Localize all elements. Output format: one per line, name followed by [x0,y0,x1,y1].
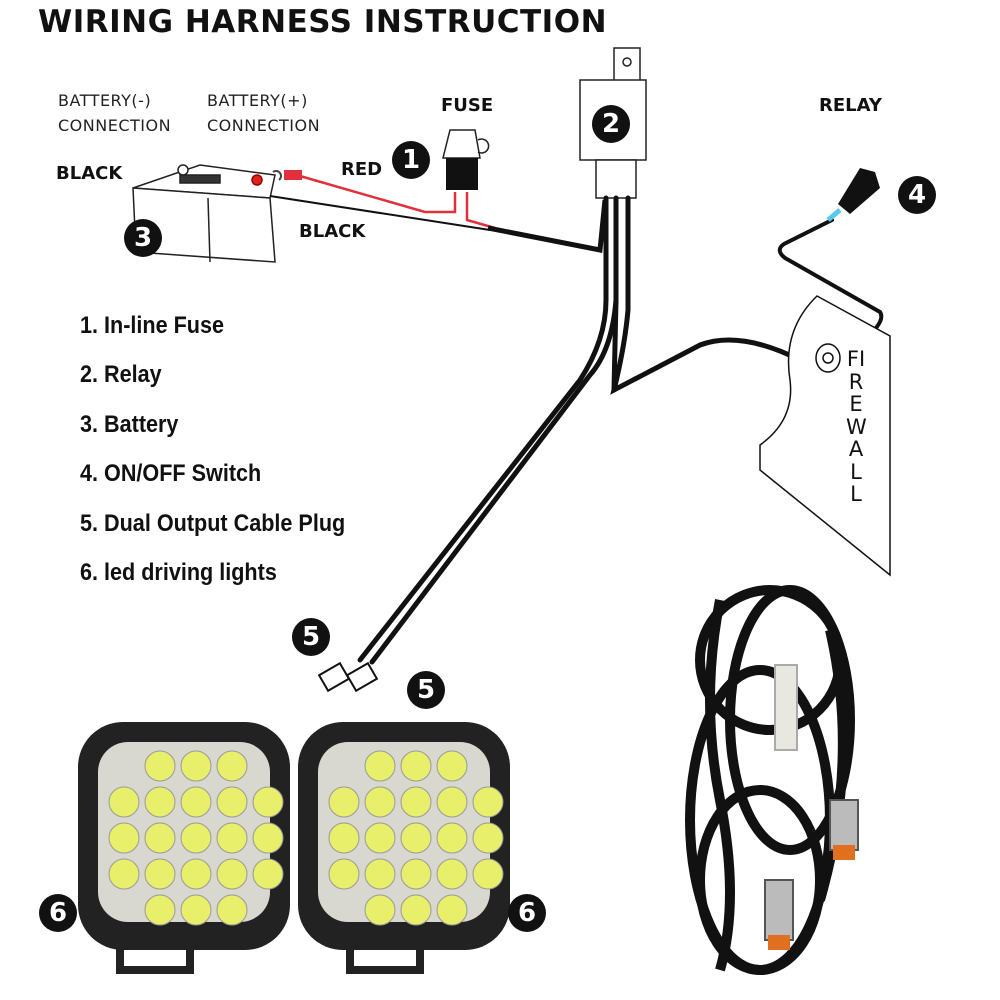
label-line: CONNECTION [58,116,172,135]
led-chip [180,786,212,818]
led-chip [472,786,504,818]
legend-item: 4. ON/OFF Switch [80,460,262,488]
battery-negative-label: BATTERY(-) CONNECTION [58,88,171,138]
led-chip [108,858,140,890]
led-chip [400,858,432,890]
led-chip [252,858,284,890]
led-chip [436,858,468,890]
led-chip [108,822,140,854]
relay-label: RELAY [819,95,882,116]
legend-item: 6. led driving lights [80,558,277,586]
badge-6b: 6 [508,894,546,932]
led-chip [328,822,360,854]
led-chip [216,858,248,890]
legend-item: 5. Dual Output Cable Plug [80,509,346,537]
led-chip [436,822,468,854]
badge-5: 5 [292,618,330,656]
led-chip [472,822,504,854]
led-chip [472,858,504,890]
firewall-label: FIREWALL [846,347,867,506]
led-chip [364,786,396,818]
switch-icon [826,168,880,222]
led-chip [400,750,432,782]
badge-1: 1 [392,141,430,179]
label-line: BATTERY(+) [207,91,308,110]
led-chip [144,822,176,854]
fuse-icon [442,129,490,190]
led-chip [364,750,396,782]
badge-4: 4 [898,176,936,214]
led-chip [252,822,284,854]
page-title: WIRING HARNESS INSTRUCTION [38,4,608,40]
black-ground-wire [269,195,491,231]
firewall-illustration [759,295,891,577]
led-chip [400,822,432,854]
led-chip [328,786,360,818]
led-chip [108,786,140,818]
led-chip [180,750,212,782]
led-chip [216,750,248,782]
led-chip [180,822,212,854]
black-label-top: BLACK [56,163,123,184]
badge-5b: 5 [407,671,445,709]
led-chip [364,894,396,926]
led-chips [108,750,504,926]
badge-6: 6 [39,894,77,932]
led-chip [364,858,396,890]
led-chip [400,786,432,818]
led-chip [180,858,212,890]
led-chip [252,786,284,818]
led-chip [328,858,360,890]
black-wire-label: BLACK [299,221,366,242]
harness-wires [357,195,884,665]
led-chip [436,750,468,782]
component-legend: 1. In-line Fuse 2. Relay 3. Battery 4. O… [80,310,375,606]
label-line: BATTERY(-) [58,91,152,110]
battery-illustration [132,164,276,263]
led-chip [436,786,468,818]
red-wire [272,170,496,230]
battery-positive-label: BATTERY(+) CONNECTION [207,88,320,138]
badge-3: 3 [124,219,162,257]
badge-2: 2 [592,105,630,143]
led-chip [216,822,248,854]
led-chip [216,894,248,926]
main-wire [487,199,608,253]
led-chip [144,786,176,818]
red-label: RED [341,159,383,180]
led-chip [144,750,176,782]
legend-item: 1. In-line Fuse [80,312,225,339]
led-chip [364,822,396,854]
led-chip [180,894,212,926]
legend-item: 3. Battery [80,410,179,438]
label-line: CONNECTION [207,116,321,135]
wiring-harness-photo [685,585,859,975]
led-chip [144,894,176,926]
led-chip [436,894,468,926]
fuse-label: FUSE [441,95,494,116]
led-chip [144,858,176,890]
dual-output-plug-icon [317,661,379,693]
legend-item: 2. Relay [80,361,162,389]
led-chip [216,786,248,818]
led-chip [400,894,432,926]
